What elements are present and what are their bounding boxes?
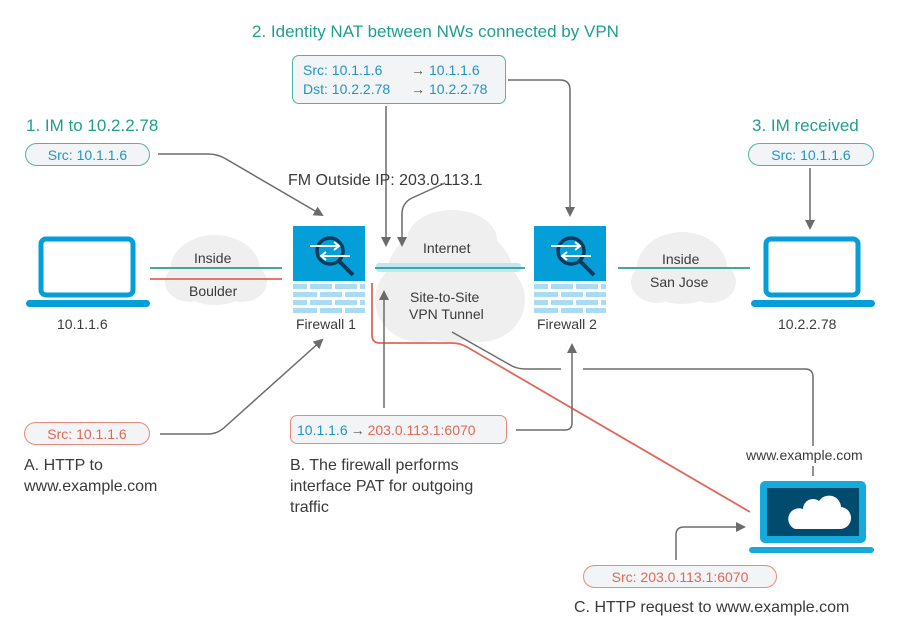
fm-outside-ip-label: FM Outside IP: 203.0.113.1 [288,172,483,189]
sanjose-cloud-top: Inside [662,251,700,267]
stepA-caption-line: www.example.com [24,478,158,495]
firewall1-icon [293,226,365,313]
step1-src-pill: Src: 10.1.1.6 [25,143,150,166]
stepA-caption-line: A. HTTP to [24,457,103,474]
host-right-label: 10.2.2.78 [778,316,837,332]
nat-dst-to: 10.2.2.78 [429,80,488,97]
stepA-caption: A. HTTP to www.example.com [24,455,157,497]
stepC-src-pill: Src: 203.0.113.1:6070 [583,565,777,588]
connector-step2-right [508,79,575,217]
stepA-src-pill: Src: 10.1.1.6 [24,422,150,445]
connector-stepB-right [516,343,577,431]
firewall1-label: Firewall 1 [296,316,356,332]
connector-stepA [160,338,324,435]
stepB-caption: B. The firewall performs interface PAT f… [290,455,473,518]
cloud-inside-boulder [165,235,267,305]
stepB-caption-line: interface PAT for outgoing [290,478,474,495]
stepB-caption-line: B. The firewall performs [290,457,459,474]
internet-cloud-top: Internet [423,240,471,256]
laptop-left-icon [26,236,150,307]
firewall2-icon [534,226,606,313]
connector-fm-outside [397,182,446,247]
pat-from: 10.1.1.6 [297,421,348,438]
stepC-caption: C. HTTP request to www.example.com [574,599,850,616]
connector-tunnel-to-web [451,331,814,446]
firewall2-label: Firewall 2 [537,316,597,332]
step3-title: 3. IM received [752,116,859,135]
nat-src-label: Src: 10.1.1.6 [303,61,383,78]
nat-src-to: 10.1.1.6 [429,61,480,78]
host-left-label: 10.1.1.6 [57,316,108,332]
boulder-cloud-top: Inside [194,250,232,266]
nat-dst-label: Dst: 10.2.2.78 [303,80,391,97]
stepB-caption-line: traffic [290,499,329,516]
http-path [371,283,751,513]
identity-nat-box: Src: 10.1.1.6 →10.1.1.6 Dst: 10.2.2.78 →10… [292,55,506,104]
connector-step1 [158,153,324,217]
internet-cloud-bottom-1: Site-to-Site [410,289,480,305]
sanjose-cloud-bottom: San Jose [650,274,709,290]
interface-pat-box: 10.1.1.6 → 203.0.113.1:6070 [290,415,507,444]
web-server-icon [749,481,874,553]
step1-title: 1. IM to 10.2.2.78 [26,116,159,135]
arrow-icon: → [350,421,365,438]
arrow-icon: → [411,80,425,97]
pat-to: 203.0.113.1:6070 [367,421,476,438]
boulder-cloud-bottom: Boulder [189,283,238,299]
cloud-internet [375,210,525,342]
web-server-label: www.example.com [746,447,863,463]
laptop-right-icon [751,236,875,307]
step2-title: 2. Identity NAT between NWs connected by… [252,22,619,41]
internet-cloud-bottom-2: VPN Tunnel [409,306,484,322]
connector-stepC [675,522,746,560]
step3-src-pill: Src: 10.1.1.6 [748,143,874,166]
arrow-icon: → [411,61,425,78]
